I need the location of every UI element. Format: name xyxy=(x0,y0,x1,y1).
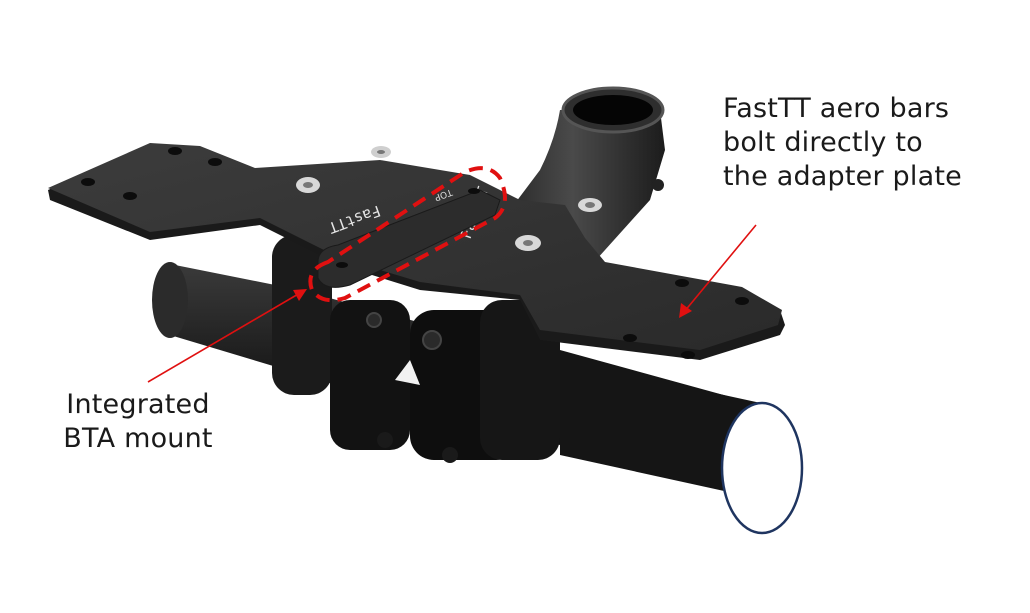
bta-highlight-outline xyxy=(308,166,507,303)
bolt xyxy=(515,235,541,251)
callout-bta-mount: Integrated BTA mount xyxy=(48,388,228,456)
callout-line: BTA mount xyxy=(63,423,213,454)
callout-line: bolt directly to xyxy=(723,127,923,158)
callout-adapter-plate: FastTT aero bars bolt directly to the ad… xyxy=(723,92,962,194)
arrow-to-bta-mount xyxy=(147,289,307,383)
handlebar-end xyxy=(560,350,804,535)
bolt xyxy=(371,146,391,158)
adapter-plate: FastTT TOP FastTT xyxy=(48,143,785,360)
stem-clamp xyxy=(272,235,560,463)
arrow-to-adapter-plate xyxy=(679,224,757,318)
callout-line: FastTT aero bars xyxy=(723,93,950,124)
bolt xyxy=(296,177,320,193)
warning-triangle-icon xyxy=(395,360,420,385)
callout-line: the adapter plate xyxy=(723,161,962,192)
bolt xyxy=(578,198,602,212)
callout-line: Integrated xyxy=(66,389,210,420)
